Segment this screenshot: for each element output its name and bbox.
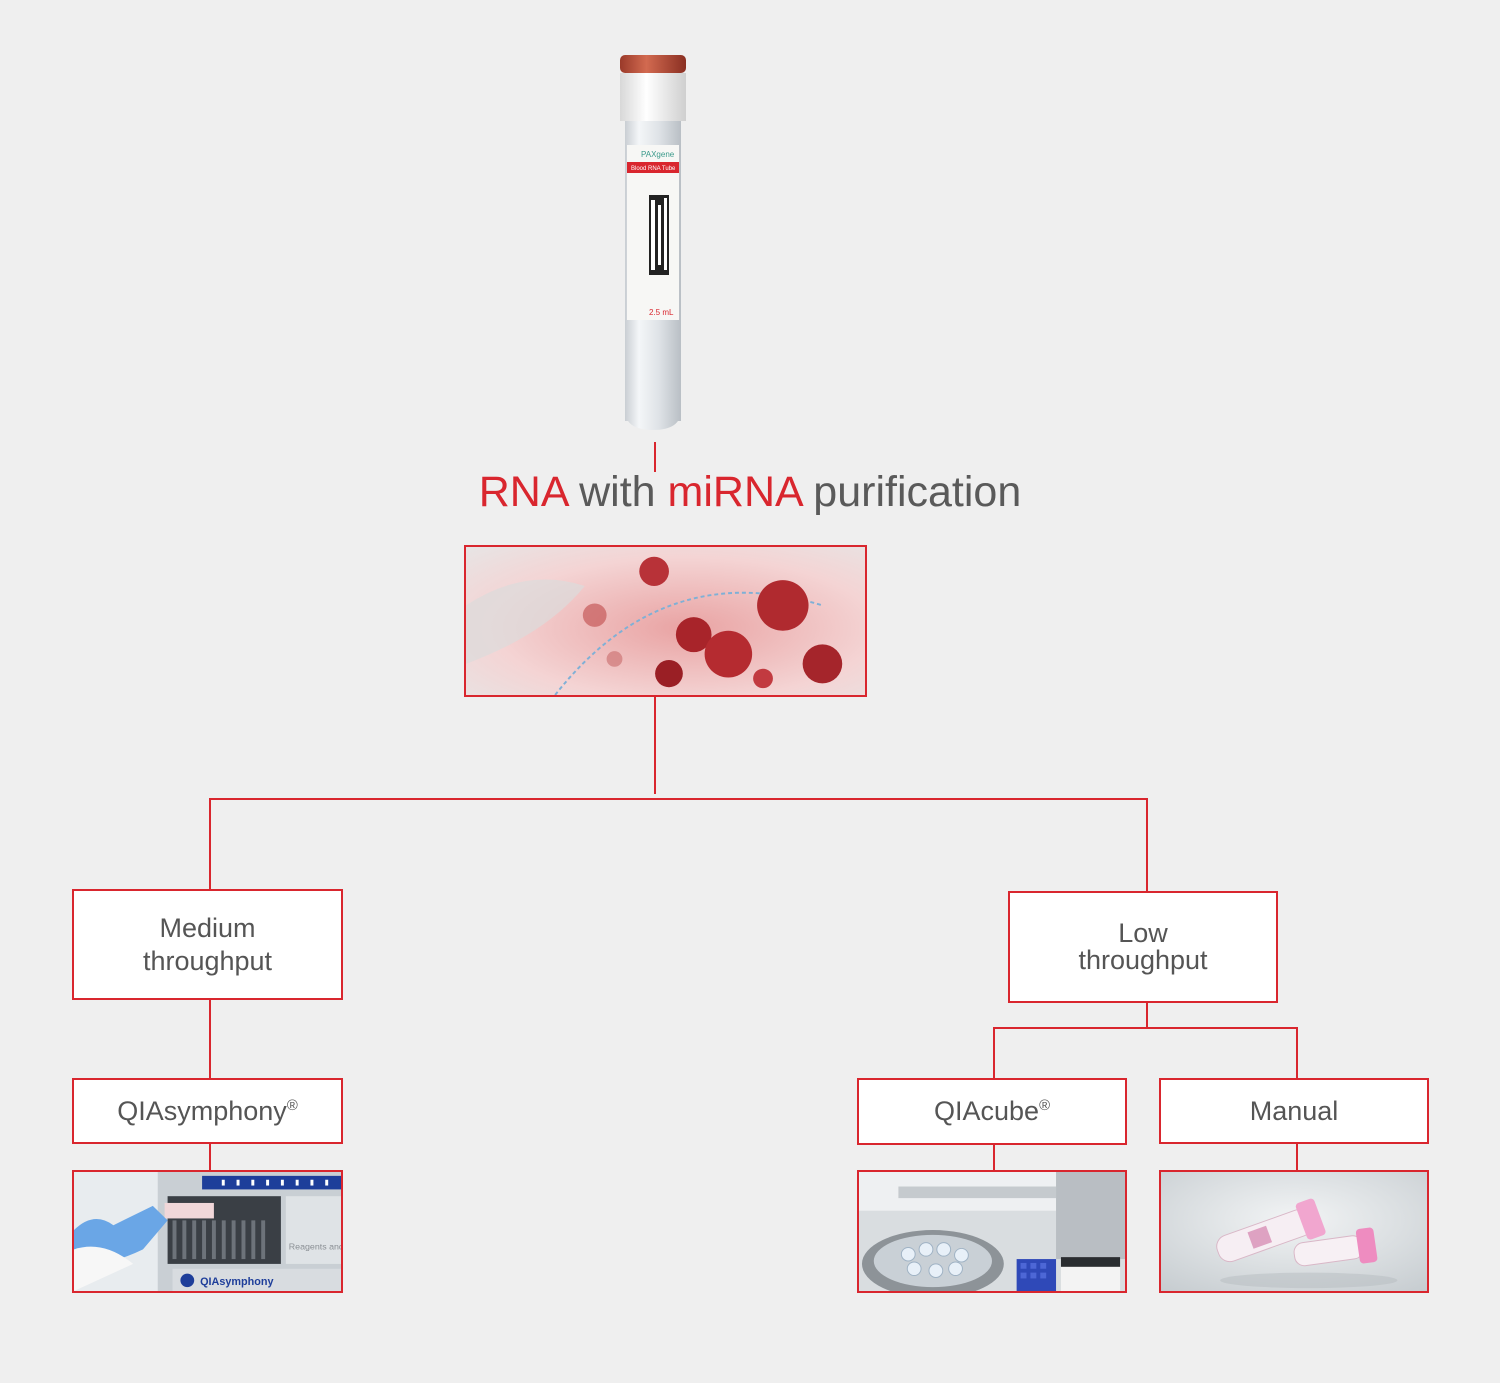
qiasymphony-registered: ® xyxy=(286,1097,298,1114)
qiasymphony-brand-text: QIAsymphony xyxy=(200,1276,273,1288)
connector-low-horizontal xyxy=(993,1027,1298,1029)
connector-to-qiacube xyxy=(993,1027,995,1079)
tube-brand-text: PAXgene xyxy=(641,150,675,159)
low-line2: throughput xyxy=(1078,945,1208,975)
low-line1: Low xyxy=(1118,918,1168,949)
connector-to-low xyxy=(1146,798,1148,892)
medium-throughput-box: Medium throughput xyxy=(72,889,343,1000)
diagram-title: RNA with miRNA purification xyxy=(0,468,1500,517)
qiasymphony-box: QIAsymphony® xyxy=(72,1078,343,1144)
connector-rna-down xyxy=(654,697,656,794)
medium-line1: Medium xyxy=(159,912,256,943)
connector-tube-title xyxy=(654,442,656,472)
connector-manual-image xyxy=(1296,1144,1298,1172)
qiacube-registered: ® xyxy=(1039,1098,1050,1115)
connector-qiasymphony-image xyxy=(209,1144,211,1172)
title-with: with xyxy=(567,468,668,516)
title-mirna: miRNA xyxy=(667,468,802,516)
qiasymphony-label: QIAsymphony xyxy=(117,1095,287,1126)
title-rna: RNA xyxy=(478,468,568,516)
connector-to-medium xyxy=(209,798,211,890)
tube-volume-text: 2.5 mL xyxy=(649,308,674,317)
connector-low-down xyxy=(1146,1003,1148,1028)
connector-to-manual xyxy=(1296,1027,1298,1079)
manual-label: Manual xyxy=(1249,1095,1339,1126)
rna-illustration-image xyxy=(464,545,867,697)
title-purification: purification xyxy=(801,468,1022,516)
paxgene-tube-image: PAXgene Blood RNA Tube 2.5 mL xyxy=(605,50,705,435)
manual-tubes-image xyxy=(1159,1170,1429,1293)
manual-box: Manual xyxy=(1159,1078,1429,1144)
connector-medium-qiasymphony xyxy=(209,1000,211,1079)
qiacube-instrument-image xyxy=(857,1170,1127,1293)
qiacube-label: QIAcube xyxy=(934,1096,1040,1127)
medium-line2: throughput xyxy=(142,945,273,976)
connector-qiacube-image xyxy=(993,1145,995,1172)
low-throughput-box: Low throughput xyxy=(1008,891,1278,1003)
tube-product-text: Blood RNA Tube xyxy=(631,166,676,172)
connector-horizontal-main xyxy=(209,798,1148,800)
qiacube-box: QIAcube® xyxy=(857,1078,1127,1145)
qiasymphony-instrument-image: Reagents and QIAsymphony xyxy=(72,1170,343,1293)
reagents-text: Reagents and xyxy=(289,1241,341,1251)
